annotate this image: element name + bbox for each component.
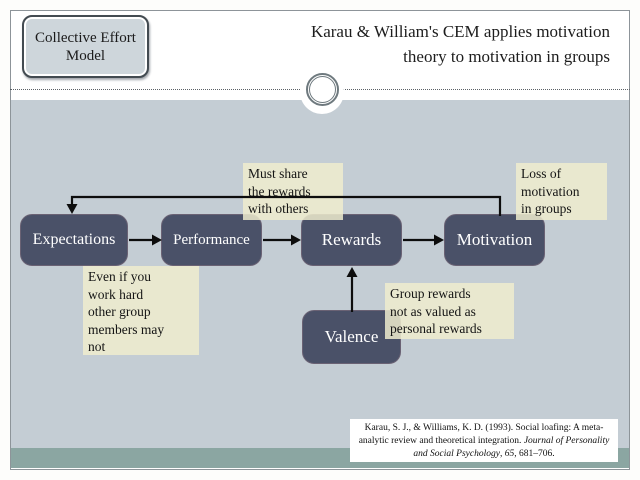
- node-performance: Performance: [161, 214, 262, 266]
- node-valence: Valence: [302, 310, 401, 364]
- node-motivation: Motivation: [444, 214, 545, 266]
- model-name-label: Collective Effort Model: [35, 29, 136, 64]
- node-performance-label: Performance: [173, 231, 250, 248]
- annotation-share-rewards: Must share the rewards with others: [243, 163, 343, 220]
- node-expectations: Expectations: [20, 214, 128, 266]
- annotation-loss-of-motivation: Loss of motivation in groups: [516, 163, 607, 220]
- node-rewards: Rewards: [301, 214, 402, 266]
- citation-box: Karau, S. J., & Williams, K. D. (1993). …: [350, 419, 618, 462]
- citation-journal: Journal of Personality and Social Psycho…: [413, 435, 610, 459]
- citation-text: Karau, S. J., & Williams, K. D. (1993). …: [358, 423, 604, 446]
- citation-volume: 65: [504, 448, 515, 459]
- citation-separator: ,: [499, 448, 505, 459]
- node-expectations-label: Expectations: [32, 231, 116, 248]
- node-motivation-label: Motivation: [456, 230, 533, 249]
- node-rewards-label: Rewards: [321, 230, 382, 249]
- annotation-even-if-you-work-hard: Even if you work hard other group member…: [83, 266, 199, 355]
- divider-circle-ornament: [306, 73, 339, 106]
- annotation-group-rewards: Group rewards not as valued as personal …: [385, 283, 514, 339]
- citation-pages: , 681–706.: [514, 448, 555, 459]
- slide-title: Karau & William's CEM applies motivation…: [310, 22, 610, 66]
- node-valence-label: Valence: [324, 327, 379, 346]
- model-name-box: Collective Effort Model: [22, 15, 149, 78]
